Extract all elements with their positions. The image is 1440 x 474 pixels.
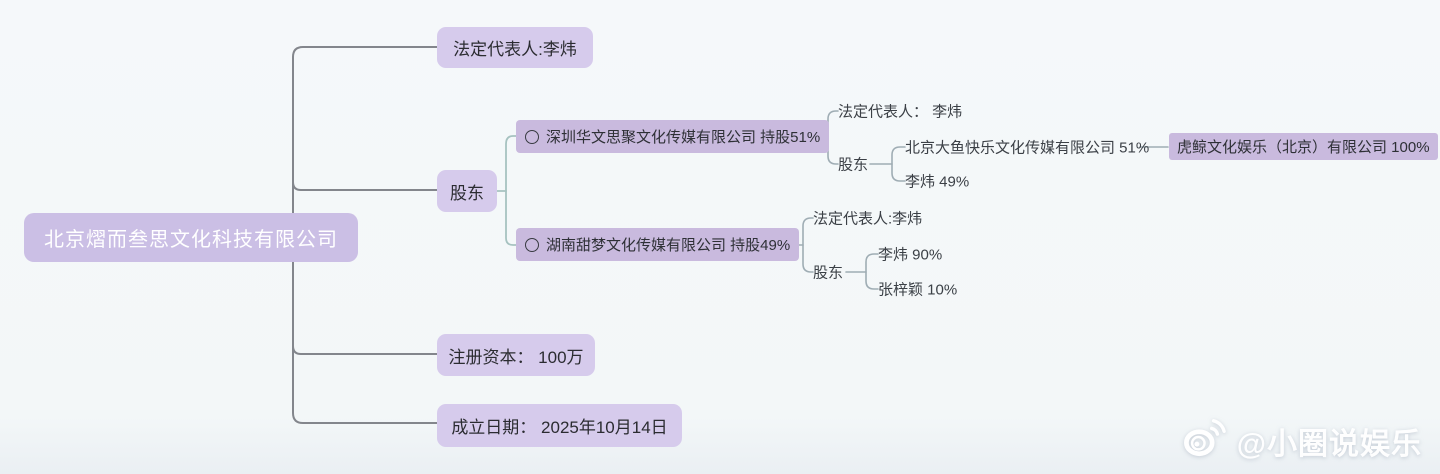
root-company-node: 北京熠而叁思文化科技有限公司 [24, 213, 358, 262]
shareholder1-company-label: 深圳华文思聚文化传媒有限公司 持股51% [546, 129, 821, 146]
watermark-handle: @小圈说娱乐 [1236, 428, 1422, 461]
shareholder1-holder1-label: 北京大鱼快乐文化传媒有限公司 51% [905, 139, 1150, 157]
circle-icon [525, 237, 539, 252]
shareholders-node: 股东 [437, 170, 497, 212]
circle-icon [525, 129, 539, 144]
shareholder1-legal-rep-label: 法定代表人： 李炜 [838, 103, 963, 121]
shareholder2-company-label: 湖南甜梦文化传媒有限公司 持股49% [546, 237, 791, 254]
weibo-icon [1182, 416, 1228, 466]
shareholder2-legal-rep-label: 法定代表人:李炜 [813, 210, 923, 228]
shareholder2-holder2-label: 张梓颖 10% [878, 281, 958, 299]
shareholder2-company-node: 湖南甜梦文化传媒有限公司 持股49% [516, 228, 800, 261]
shareholder2-shareholders-label: 股东 [813, 264, 844, 282]
shareholder1-holder2-label: 李炜 49% [905, 173, 970, 191]
registered-capital-node: 注册资本： 100万 [437, 334, 595, 376]
shareholder1-company-node: 深圳华文思聚文化传媒有限公司 持股51% [516, 120, 830, 153]
shareholder1-shareholders-label: 股东 [838, 156, 869, 174]
shareholder2-holder1-label: 李炜 90% [878, 246, 943, 264]
watermark: @小圈说娱乐 [1182, 416, 1422, 466]
established-date-node: 成立日期： 2025年10月14日 [437, 404, 682, 447]
legal-representative-node: 法定代表人:李炜 [437, 27, 593, 68]
hujing-subsidiary-node: 虎鲸文化娱乐（北京）有限公司 100% [1169, 133, 1438, 160]
